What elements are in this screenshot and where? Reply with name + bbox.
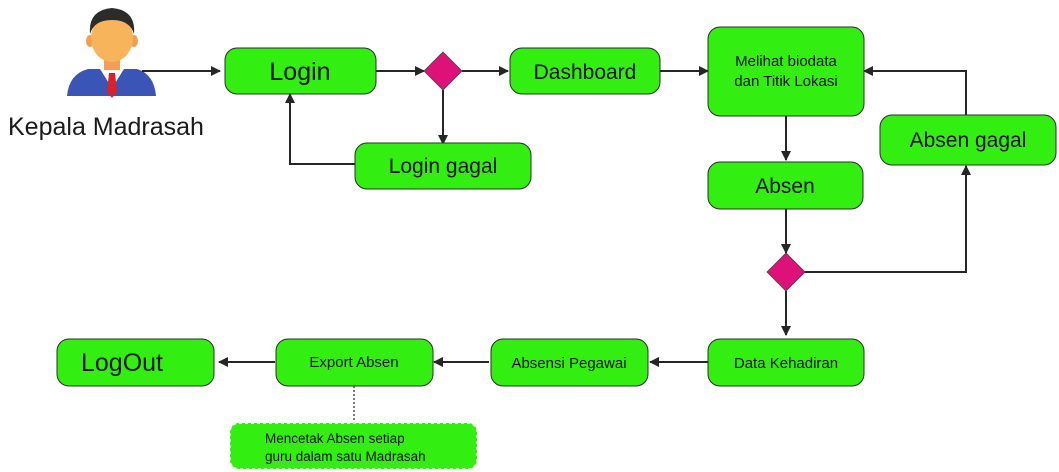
node-melihat-biodata-line2: dan Titik Lokasi: [734, 73, 837, 90]
node-logout-label: LogOut: [81, 349, 163, 377]
node-login-label: Login: [269, 58, 330, 86]
edge-login-gagal-to-login: [285, 93, 355, 165]
node-absen-gagal-label: Absen gagal: [910, 129, 1027, 152]
node-login-gagal-label: Login gagal: [389, 155, 498, 178]
node-melihat-biodata: Melihat biodata dan Titik Lokasi: [707, 26, 865, 117]
node-absen-label: Absen: [755, 175, 815, 198]
node-login-gagal: Login gagal: [354, 142, 532, 190]
node-absen: Absen: [707, 161, 864, 210]
actor-label: Kepala Madrasah: [8, 113, 204, 141]
note-line2: guru dalam satu Madrasah: [265, 449, 426, 464]
edges: [142, 66, 971, 423]
decision-absen: [766, 252, 806, 292]
annotation-note: Mencetak Absen setiap guru dalam satu Ma…: [229, 422, 478, 470]
note-line1: Mencetak Absen setiap: [265, 431, 405, 446]
node-data-kehadiran: Data Kehadiran: [707, 338, 865, 387]
node-absensi-pegawai: Absensi Pegawai: [490, 338, 649, 387]
actor: Kepala Madrasah: [8, 8, 204, 141]
node-dashboard: Dashboard: [509, 47, 661, 95]
node-export-absen-label: Export Absen: [309, 354, 398, 371]
node-login: Login: [224, 47, 377, 95]
node-export-absen: Export Absen: [275, 338, 434, 387]
node-logout: LogOut: [56, 338, 215, 387]
decision-login: [423, 51, 463, 91]
edge-decision-to-absen-gagal: [801, 165, 971, 273]
node-data-kehadiran-label: Data Kehadiran: [734, 355, 838, 372]
businessman-avatar-icon: [67, 8, 156, 98]
edge-absen-gagal-to-biodata: [863, 66, 967, 115]
node-absensi-pegawai-label: Absensi Pegawai: [511, 355, 626, 372]
node-melihat-biodata-line1: Melihat biodata: [735, 53, 837, 70]
node-dashboard-label: Dashboard: [534, 61, 637, 84]
node-absen-gagal: Absen gagal: [879, 114, 1057, 166]
